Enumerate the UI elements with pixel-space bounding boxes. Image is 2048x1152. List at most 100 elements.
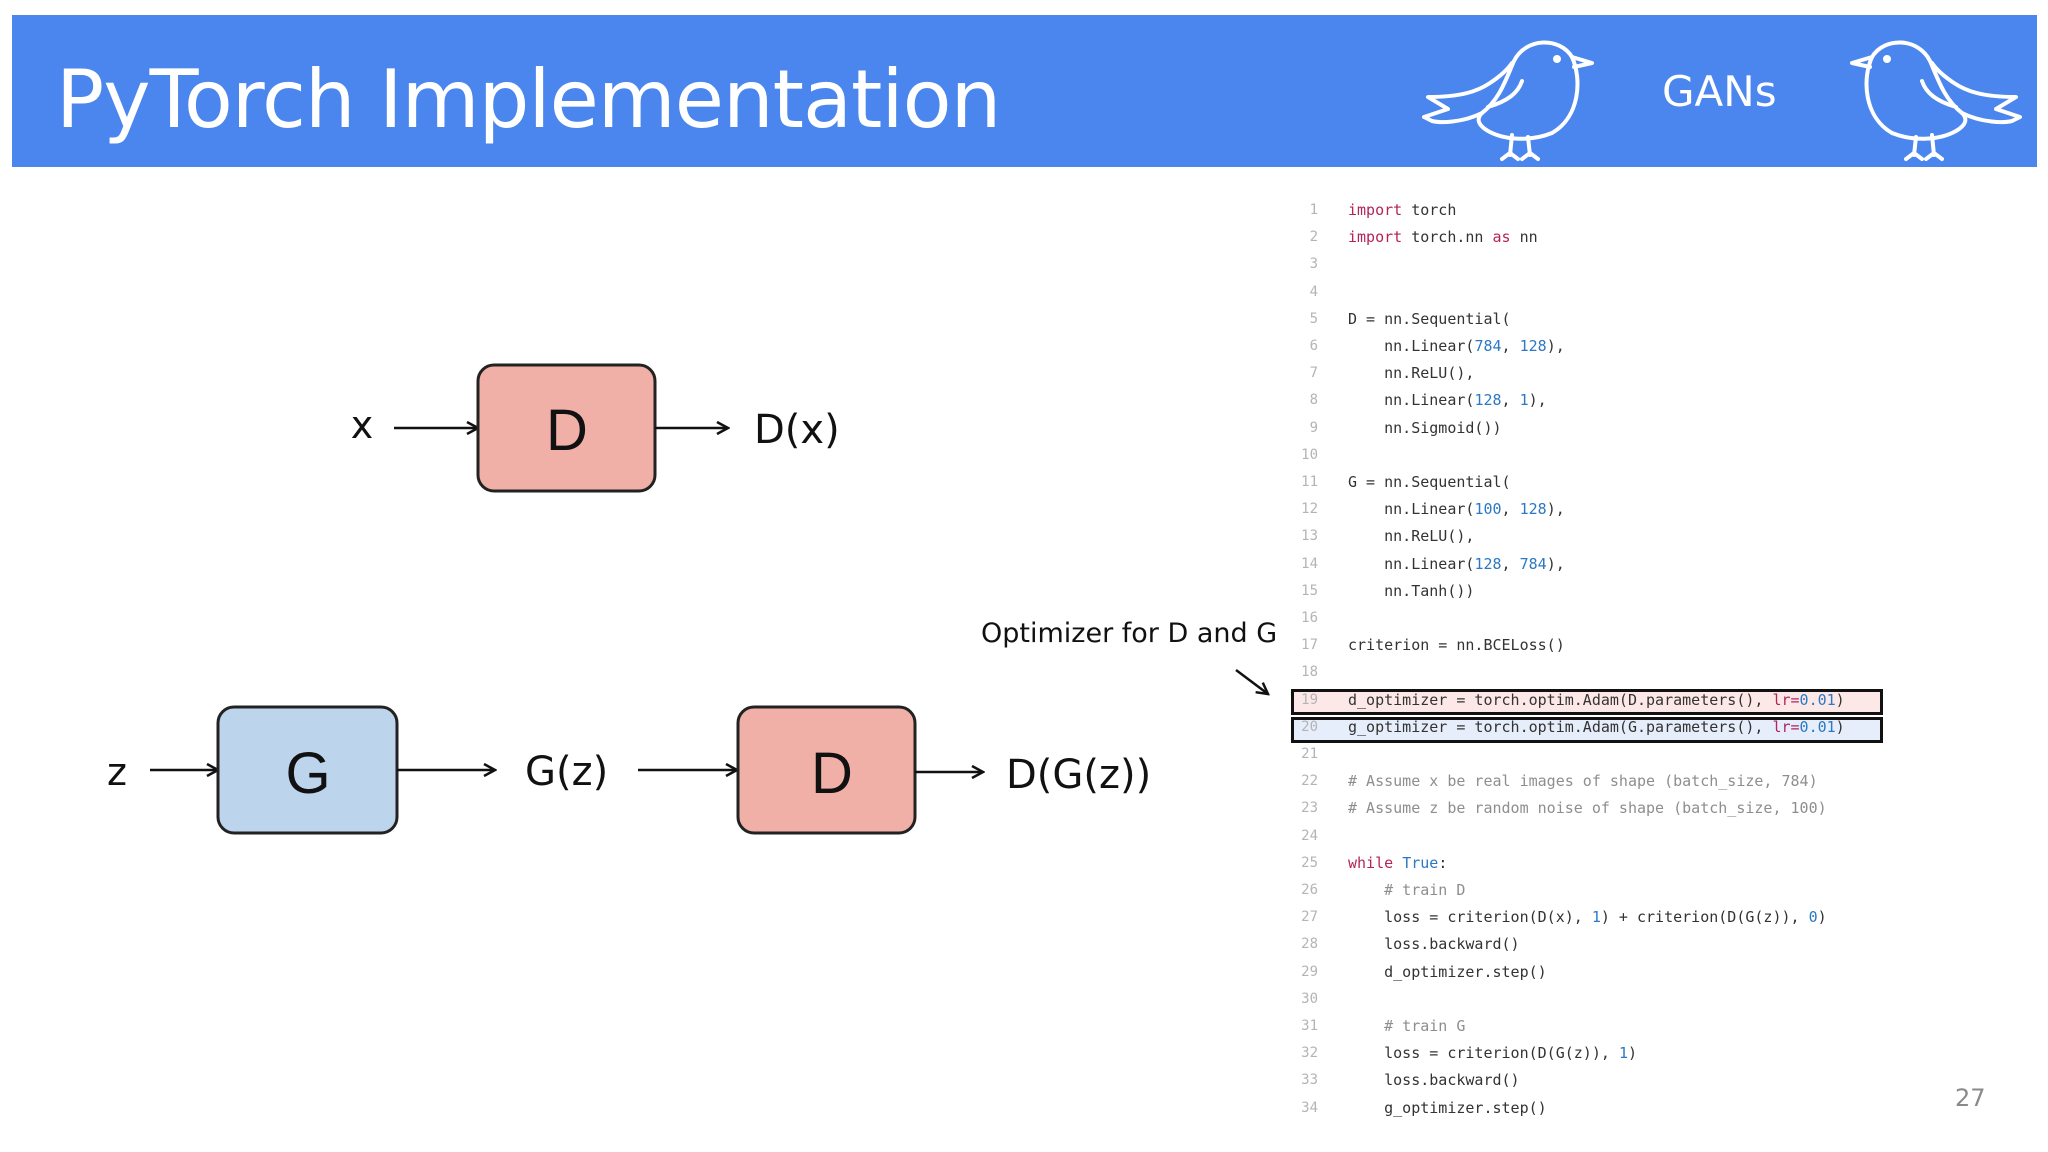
line-number: 7 [1309, 365, 1318, 382]
code-text: nn.ReLU(), [1348, 361, 1474, 385]
code-text: nn.Linear(784, 128), [1348, 334, 1565, 358]
code-token: 784 [1519, 554, 1547, 573]
line-number: 1 [1309, 202, 1318, 218]
code-text: d_optimizer.step() [1348, 960, 1547, 984]
code-token: g_optimizer.step() [1348, 1098, 1547, 1117]
code-token: : [1438, 853, 1448, 872]
input-z-label: z [107, 750, 127, 794]
code-text: loss = criterion(D(x), 1) + criterion(D(… [1348, 905, 1827, 929]
code-token: torch.nn [1402, 228, 1493, 247]
line-number: 8 [1309, 392, 1318, 409]
code-token: lr= [1772, 717, 1800, 736]
line-number: 24 [1301, 827, 1318, 844]
code-token: # Assume x be real images of shape (batc… [1348, 772, 1818, 791]
code-token: nn.Linear( [1348, 554, 1475, 573]
code-token: # train G [1348, 1017, 1466, 1035]
code-token: ), [1528, 391, 1547, 410]
line-number: 21 [1301, 746, 1318, 762]
line-number: 33 [1301, 1072, 1318, 1089]
code-token: 128 [1474, 391, 1502, 410]
code-text: loss.backward() [1348, 1068, 1519, 1092]
line-number: 12 [1301, 501, 1318, 518]
code-token: # train D [1348, 881, 1466, 899]
code-token: nn.Sigmoid()) [1348, 418, 1502, 437]
code-token: 1 [1618, 1044, 1628, 1063]
code-token: while [1348, 853, 1394, 872]
code-text: nn.Tanh()) [1348, 579, 1474, 603]
code-token: nn.Tanh()) [1348, 581, 1475, 600]
page-number: 27 [1955, 1084, 1986, 1112]
line-number: 5 [1309, 310, 1318, 327]
code-token: # Assume z be random noise of shape (bat… [1348, 799, 1827, 818]
code-text: import torch [1348, 198, 1456, 222]
line-number: 31 [1301, 1018, 1318, 1034]
line-number: 25 [1301, 854, 1318, 871]
code-token: 0.01 [1799, 690, 1836, 709]
line-number: 27 [1301, 909, 1318, 926]
code-token: ), [1546, 554, 1565, 573]
code-token: G = nn.Sequential( [1348, 473, 1511, 491]
code-text: # Assume x be real images of shape (batc… [1348, 769, 1818, 793]
code-token: , [1501, 554, 1520, 573]
input-x-label: x [351, 403, 374, 447]
code-token: nn [1510, 228, 1538, 247]
line-number: 26 [1301, 882, 1318, 898]
code-token: nn.Linear( [1348, 500, 1475, 519]
code-text: g_optimizer = torch.optim.Adam(G.paramet… [1348, 715, 1845, 739]
line-number: 16 [1301, 610, 1318, 626]
line-number: 29 [1301, 963, 1318, 980]
line-number: 19 [1301, 691, 1318, 708]
code-token: ), [1546, 500, 1565, 519]
code-text: nn.Linear(128, 1), [1348, 388, 1547, 412]
code-token: lr= [1772, 690, 1800, 709]
code-token: import [1348, 228, 1403, 247]
discriminator-label-bottom: D [811, 741, 853, 806]
line-number: 2 [1309, 229, 1318, 246]
code-token: as [1492, 228, 1511, 247]
annotation-arrow [1235, 669, 1268, 694]
line-number: 22 [1301, 773, 1318, 790]
line-number: 9 [1309, 419, 1318, 436]
code-token: nn.Linear( [1348, 337, 1475, 355]
slide-header: PyTorch Implementation GANs [12, 15, 2037, 167]
discriminator-box-bottom [736, 705, 917, 835]
code-token: g_optimizer = torch.optim.Adam(G.paramet… [1348, 717, 1773, 736]
code-text: import torch.nn as nn [1348, 225, 1538, 249]
output-dgz-label: D(G(z)) [1006, 752, 1151, 798]
bird-icon [1850, 40, 2022, 161]
code-token: 0.01 [1799, 717, 1836, 736]
header-label: GANs [1662, 67, 1777, 116]
code-token: ) [1835, 717, 1845, 736]
line-number: 6 [1309, 338, 1318, 354]
code-token: ) + criterion(D(G(z)), [1600, 908, 1809, 927]
code-text: nn.Linear(100, 128), [1348, 497, 1565, 521]
code-token: 1 [1591, 908, 1601, 927]
line-number: 14 [1301, 555, 1318, 572]
bird-icon [1422, 40, 1594, 161]
slide-title: PyTorch Implementation [56, 53, 1001, 146]
line-number: 15 [1301, 582, 1318, 599]
line-number: 32 [1301, 1045, 1318, 1062]
code-token: 784 [1474, 337, 1502, 355]
code-token: loss = criterion(D(x), [1348, 908, 1592, 927]
code-text: criterion = nn.BCELoss() [1348, 633, 1565, 657]
line-number: 11 [1301, 474, 1318, 490]
code-token: 128 [1474, 554, 1502, 573]
code-token: 1 [1519, 391, 1529, 410]
code-text: d_optimizer = torch.optim.Adam(D.paramet… [1348, 688, 1845, 712]
line-number: 17 [1301, 637, 1318, 654]
code-token: loss.backward() [1348, 935, 1520, 954]
code-token: nn.Linear( [1348, 391, 1475, 410]
code-token: ) [1627, 1044, 1637, 1063]
code-token: ) [1817, 908, 1827, 927]
code-token: True [1402, 853, 1439, 872]
code-text: nn.Linear(128, 784), [1348, 552, 1565, 576]
code-token: 128 [1519, 337, 1547, 355]
code-token: , [1501, 337, 1520, 355]
code-token: import [1348, 201, 1403, 219]
code-token: criterion = nn.BCELoss() [1348, 636, 1565, 655]
code-token: d_optimizer = torch.optim.Adam(D.paramet… [1348, 690, 1773, 709]
output-dx-label: D(x) [754, 407, 840, 453]
